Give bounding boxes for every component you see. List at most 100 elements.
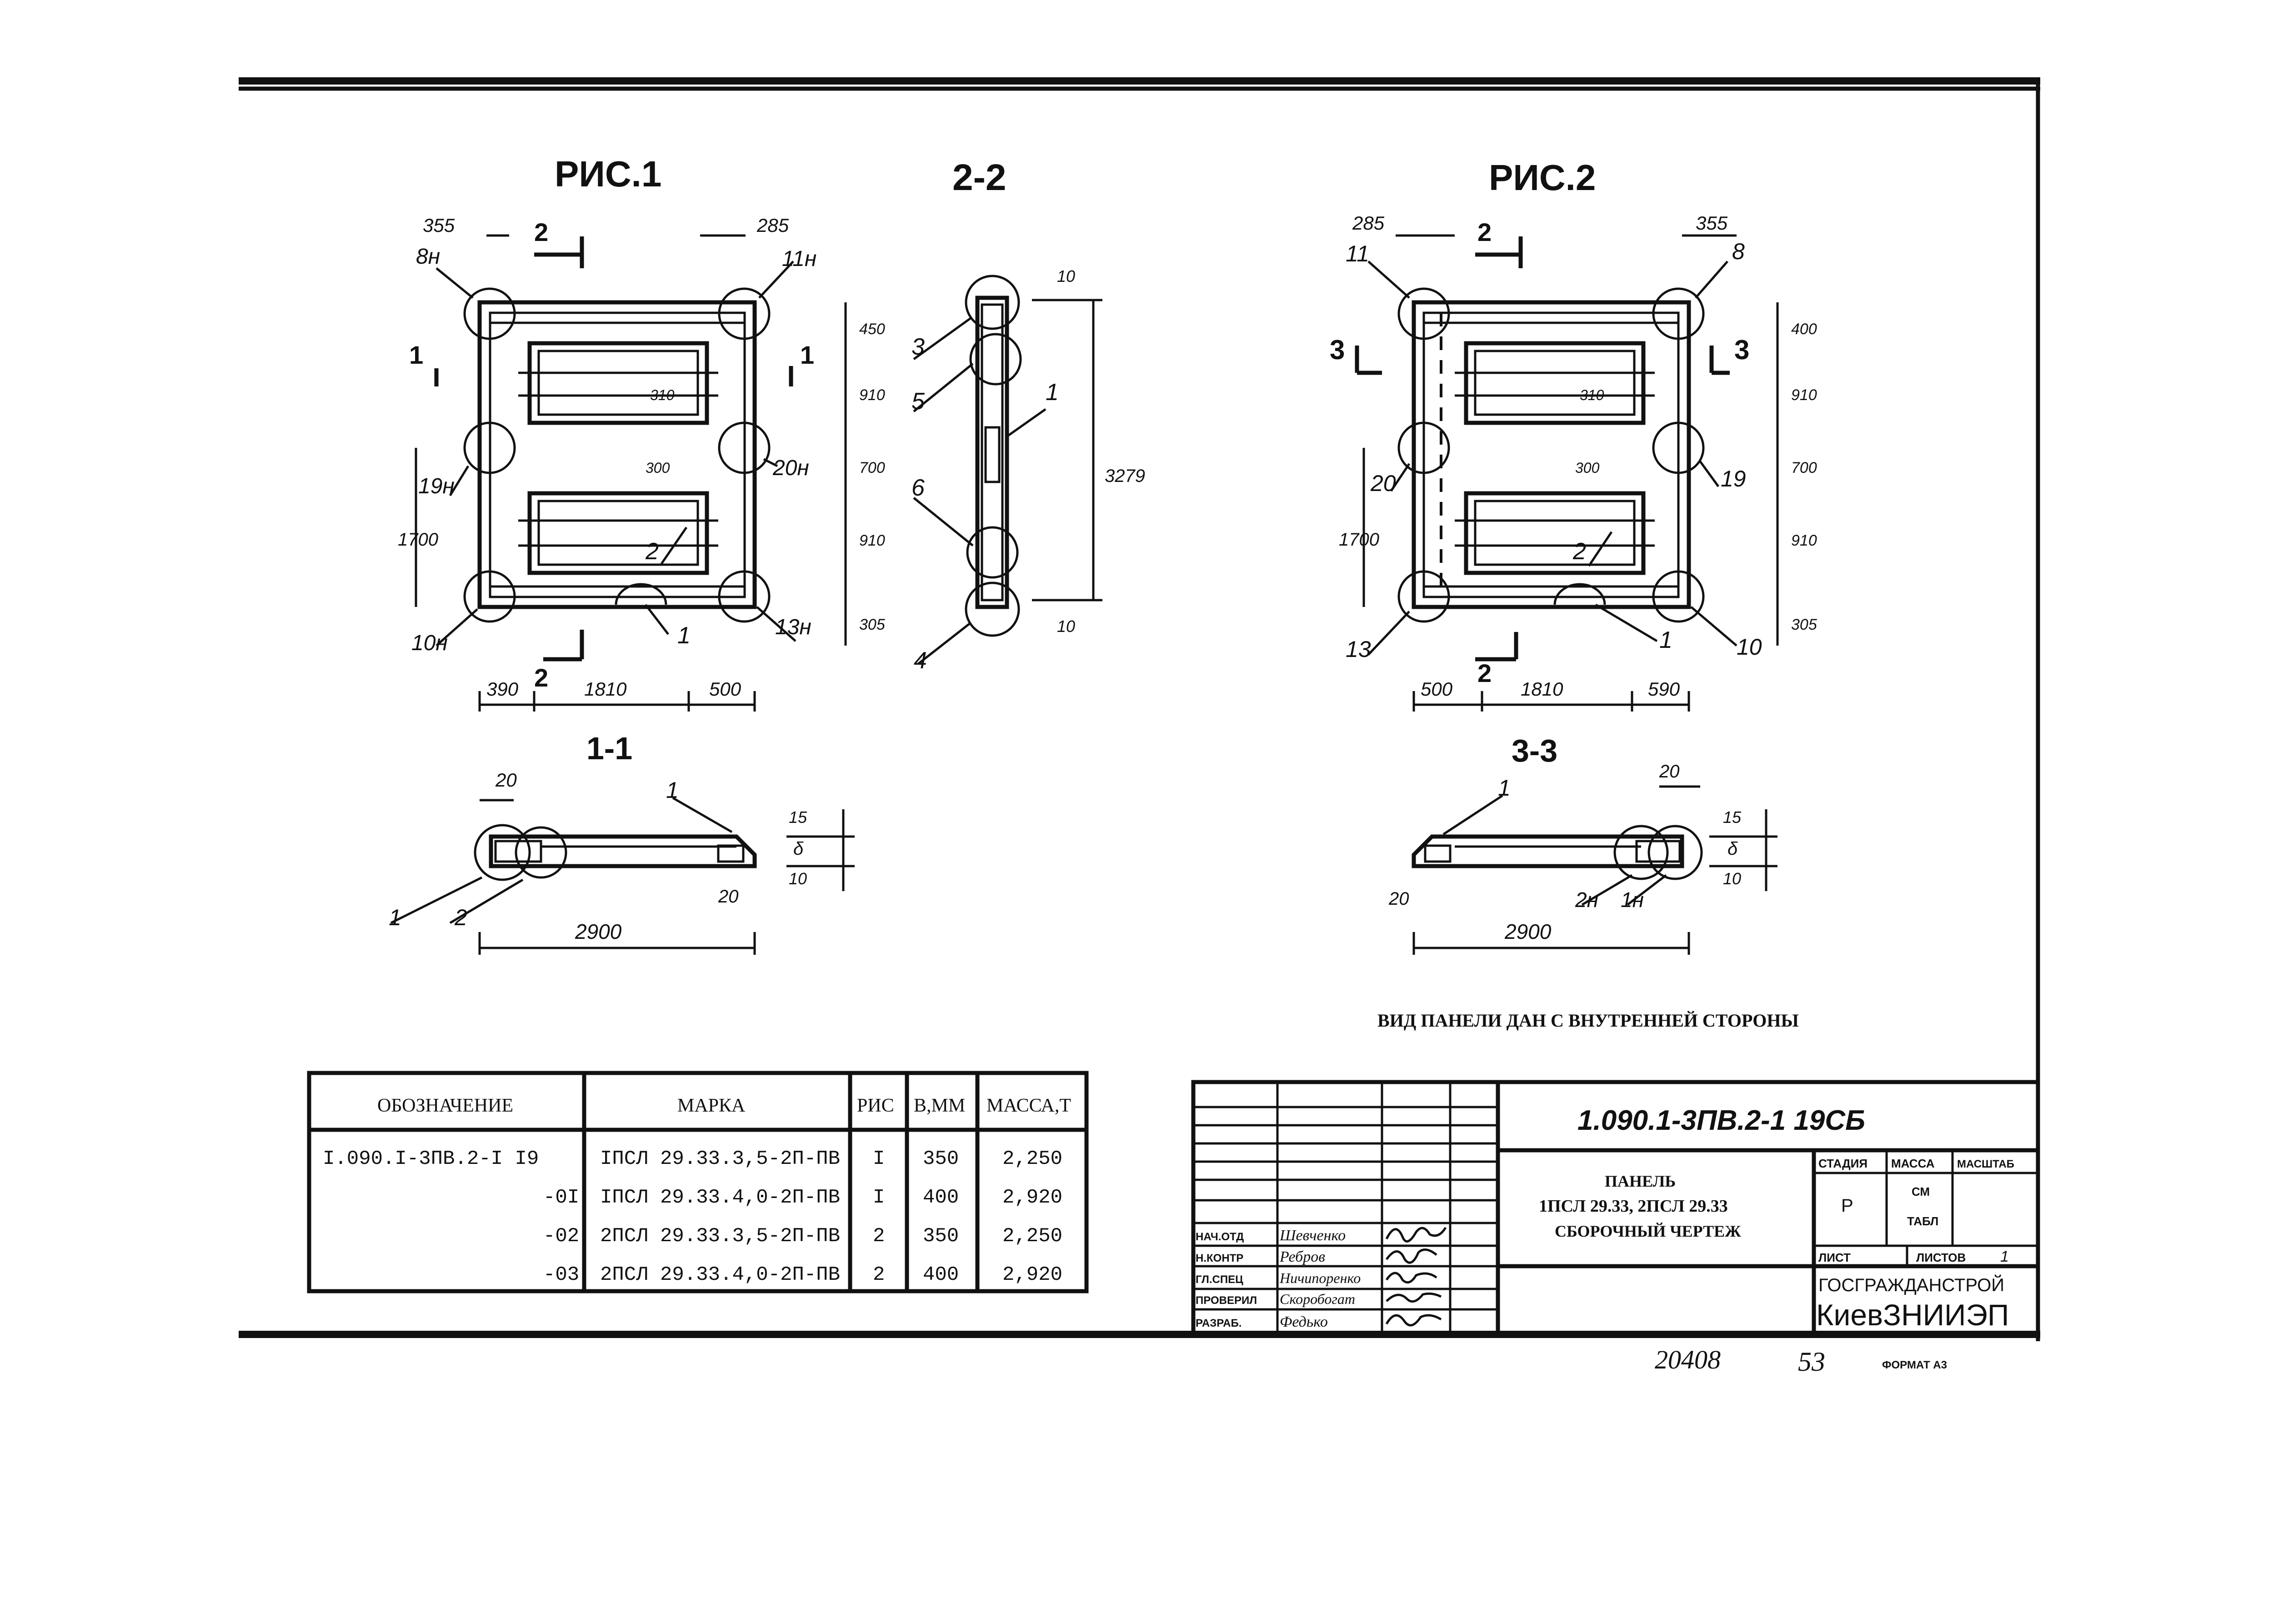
fig2-dim-910b: 910: [1791, 532, 1817, 549]
spec-header-mass: МАССА,Т: [986, 1095, 1071, 1116]
fig2-dim-305: 305: [1791, 616, 1817, 633]
sec11-dim-20-bottom: 20: [718, 887, 739, 907]
org-line1: ГОСГРАЖДАНСТРОЙ: [1818, 1274, 2004, 1295]
document-name-line3: СБОРОЧНЫЙ ЧЕРТЕЖ: [1555, 1222, 1741, 1240]
fig1-panel: [415, 234, 847, 712]
spec-row4-designation: -03: [543, 1263, 579, 1286]
spec-header-thickness: В,ММ: [914, 1095, 965, 1116]
name-norm-control: Ребров: [1279, 1248, 1325, 1265]
spec-row3-designation: -02: [543, 1225, 579, 1248]
sec11-callout-1-top: 1: [666, 777, 679, 803]
fig1-callout-13n: 13н: [775, 615, 811, 639]
sheet-label: ЛИСТ: [1818, 1251, 1851, 1264]
fig1-dim-910b: 910: [859, 532, 885, 549]
fig2-title: РИС.2: [1489, 157, 1596, 198]
section22-title: 2-2: [952, 157, 1006, 198]
sec33-dim-delta: δ: [1727, 839, 1738, 859]
fig1-dim-1810: 1810: [584, 678, 627, 700]
view-caption: ВИД ПАНЕЛИ ДАН С ВНУТРЕННЕЙ СТОРОНЫ: [1377, 1010, 1799, 1031]
section11-drawing: [390, 797, 855, 955]
fig2-dim-500: 500: [1421, 678, 1453, 700]
spec-row2-fig: I: [873, 1186, 885, 1209]
fig2-callouts: 11 8 20 19 13 10 1 2 2 2 3 3: [1330, 218, 1762, 687]
role-chief-specialist: ГЛ.СПЕЦ: [1196, 1273, 1243, 1286]
sec22-callout-1: 1: [1046, 379, 1059, 406]
sec22-callout-4: 4: [914, 647, 927, 674]
document-name-line1: ПАНЕЛЬ: [1605, 1172, 1676, 1190]
fig1-callout-10n: 10н: [411, 631, 448, 655]
fig2-callout-1: 1: [1659, 627, 1672, 653]
mass-value-1: СМ: [1912, 1185, 1930, 1198]
fig1-callout-8n: 8н: [416, 245, 440, 269]
name-chief-specialist: Ничипоренко: [1279, 1270, 1361, 1286]
fig1-dim-285: 285: [756, 215, 789, 236]
sec33-dim-15: 15: [1723, 808, 1742, 827]
fig2-section-mark-2-bottom: 2: [1477, 659, 1492, 687]
section33-title: 3-3: [1512, 733, 1557, 768]
fig2-callout-11: 11: [1346, 241, 1369, 266]
sec33-callout-1: 1: [1498, 775, 1511, 801]
stage-header: СТАДИЯ: [1818, 1157, 1867, 1170]
fig2-callout-20: 20: [1370, 471, 1396, 496]
sec33-dim-10: 10: [1723, 869, 1741, 888]
fig1-dim-500: 500: [709, 678, 741, 700]
stage-value: Р: [1841, 1196, 1853, 1216]
fig1-callout-19n: 19н: [418, 474, 455, 498]
spec-row4-fig: 2: [873, 1263, 885, 1286]
spec-row1-mark: IПСЛ 29.33.3,5-2П-ПВ: [600, 1148, 840, 1170]
sec33-callout-1n: 1н: [1621, 888, 1644, 912]
mass-header: МАССА: [1891, 1157, 1935, 1170]
title-block-text: 1.090.1-3ПВ.2-1 19СБ ПАНЕЛЬ 1ПСЛ 29.33, …: [1196, 1105, 2014, 1332]
section22-drawing: [913, 275, 1102, 665]
mass-value-2: ТАБЛ: [1907, 1214, 1938, 1228]
fig2-callout-8: 8: [1732, 239, 1745, 264]
spec-row4-thickness: 400: [923, 1263, 959, 1286]
spec-row2-mass: 2,920: [1002, 1186, 1062, 1209]
fig1-dim-390: 390: [486, 678, 519, 700]
spec-header-fig: РИС: [857, 1095, 894, 1116]
fig2-section-mark-2-top: 2: [1477, 218, 1492, 246]
sec33-dim-20-bottom: 20: [1388, 889, 1409, 909]
spec-row1-mass: 2,250: [1002, 1148, 1062, 1170]
sec11-dim-10: 10: [789, 869, 807, 888]
section22-labels: 10 3279 10 3 5 1 6 4: [911, 267, 1145, 674]
sec22-callout-5: 5: [911, 388, 925, 415]
fig2-dim-1700: 1700: [1339, 530, 1379, 550]
fig2-section-mark-3-left: 3: [1330, 335, 1345, 365]
spec-row2-thickness: 400: [923, 1186, 959, 1209]
spec-row1-thickness: 350: [923, 1148, 959, 1170]
name-head-of-dept: Шевченко: [1279, 1227, 1346, 1244]
fig2-dim-700: 700: [1791, 459, 1817, 476]
fig2-dim-285: 285: [1352, 212, 1385, 234]
sec11-callout-1: 1: [389, 905, 401, 930]
fig2-callout-19: 19: [1721, 466, 1746, 491]
sec22-callout-6: 6: [911, 475, 925, 501]
sec11-callout-2: 2: [454, 905, 467, 930]
spec-row4-mark: 2ПСЛ 29.33.4,0-2П-ПВ: [600, 1263, 840, 1286]
footer-number: 20408: [1655, 1345, 1721, 1374]
footer-page: 53: [1798, 1347, 1825, 1377]
sec11-dim-2900: 2900: [575, 920, 622, 943]
role-norm-control: Н.КОНТР: [1196, 1252, 1243, 1264]
sec22-dim-10-top: 10: [1057, 267, 1075, 286]
sec11-dim-15: 15: [789, 808, 807, 827]
fig2-callout-10: 10: [1737, 634, 1762, 660]
role-developed-by: РАЗРАБ.: [1196, 1317, 1242, 1329]
spec-row2-designation: -0I: [543, 1186, 579, 1209]
fig1-section-mark-2-top: 2: [534, 218, 548, 246]
sec22-dim-10-bottom: 10: [1057, 617, 1075, 636]
section33-drawing: [1412, 785, 1777, 955]
document-name-line2: 1ПСЛ 29.33, 2ПСЛ 29.33: [1539, 1197, 1728, 1216]
fig1-callout-20n: 20н: [772, 456, 809, 480]
document-code: 1.090.1-3ПВ.2-1 19СБ: [1577, 1105, 1865, 1136]
spec-table: ОБОЗНАЧЕНИЕ МАРКА РИС В,ММ МАССА,Т I.090…: [307, 1071, 1089, 1293]
fig2-dim-590: 590: [1648, 678, 1680, 700]
fig1-callout-2: 2: [645, 538, 659, 565]
fig1-callout-1: 1: [677, 622, 691, 649]
fig1-title: РИС.1: [555, 154, 661, 194]
fig2-dim-300: 300: [1575, 460, 1600, 476]
spec-row4-mass: 2,920: [1002, 1263, 1062, 1286]
sec11-dim-delta: δ: [793, 839, 804, 859]
fig1-dim-305: 305: [859, 616, 885, 633]
